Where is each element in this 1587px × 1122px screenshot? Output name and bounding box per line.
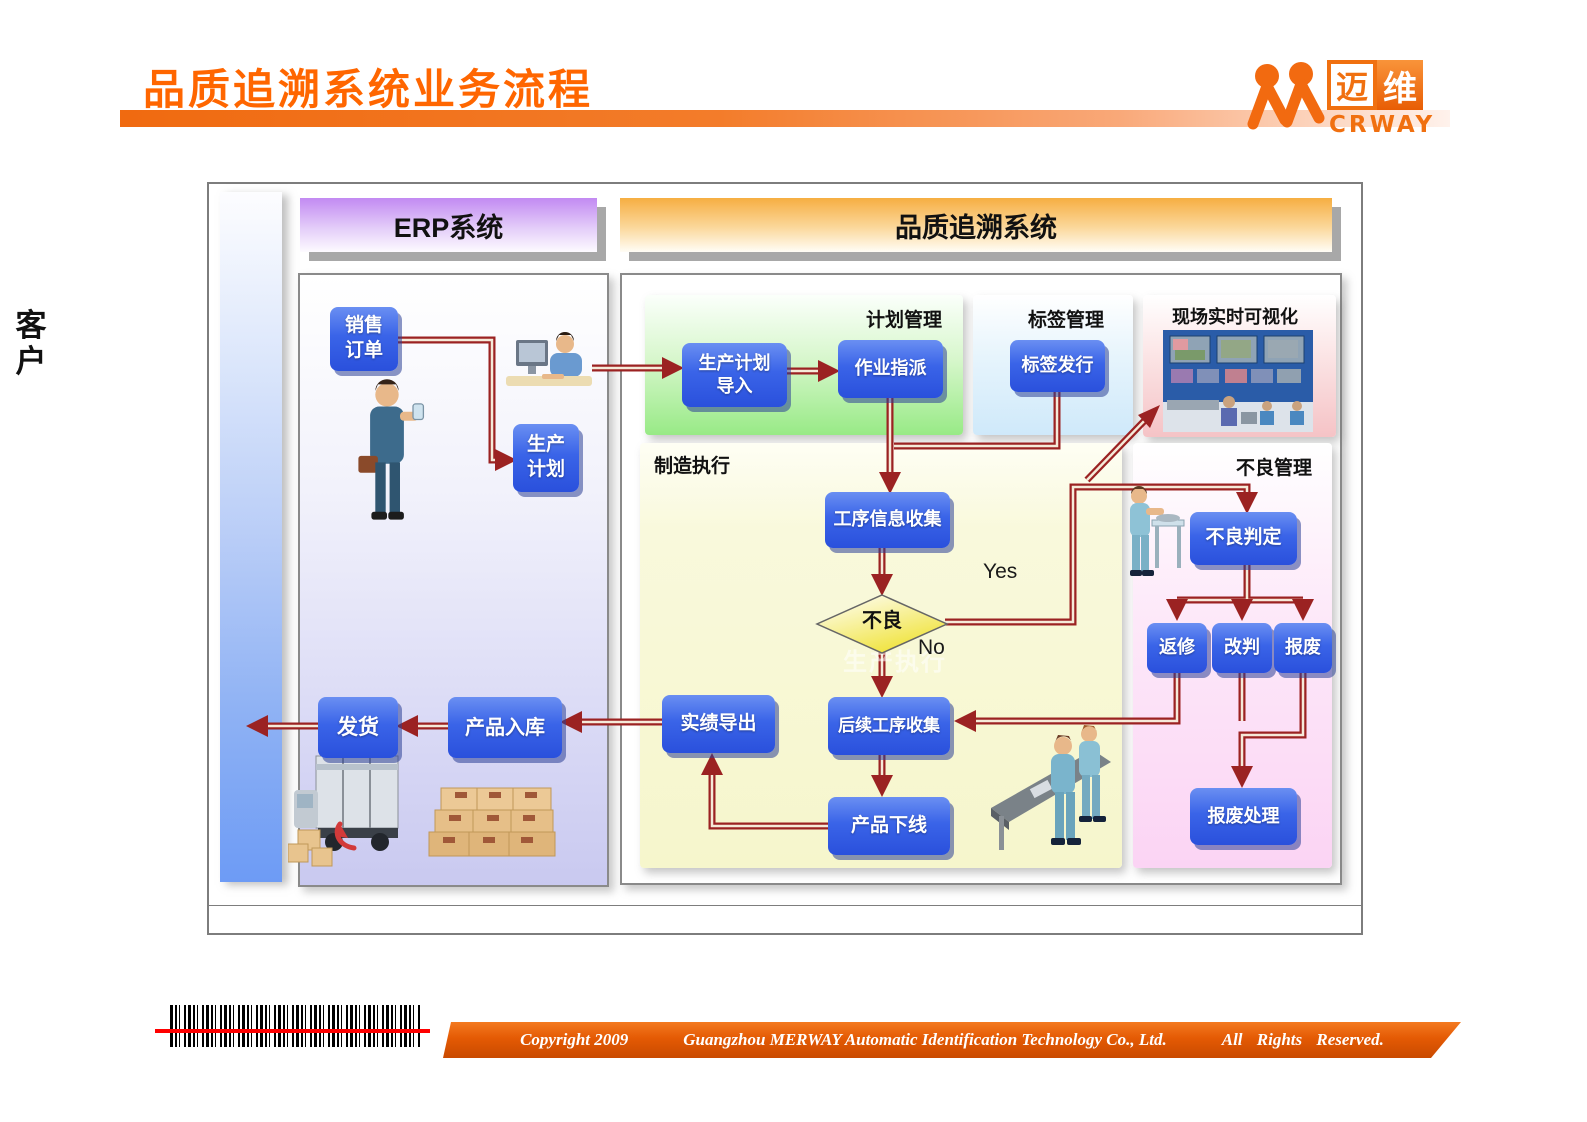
defect-decision-label: 不良 [862,610,902,632]
erp-system-header: ERP系统 [300,198,597,252]
customer-label: 客 户 [15,308,47,379]
barcode-scanline [155,1029,430,1033]
node-plan-import: 生产计划 导入 [682,343,787,407]
truck-clipart [288,755,399,867]
carton-stack-clipart [428,787,556,857]
page-title: 品质追溯系统业务流程 [143,68,594,114]
node-rejudge: 改判 [1212,623,1272,673]
company-logo: 迈 维 CRWAY [1245,58,1445,142]
rights-text: All Rights Reserved. [1221,1030,1384,1049]
node-repair: 返修 [1147,623,1207,673]
copyright-banner: Copyright 2009 Guangzhou MERWAY Automati… [443,1022,1461,1058]
mes-label: 制造执行 [654,456,731,477]
conveyor-workers-clipart [991,725,1111,850]
node-result-export: 实绩导出 [662,695,775,753]
copyright-text: Copyright 2009 [520,1030,629,1049]
node-production-plan: 生产 计划 [513,424,579,492]
node-followup-collect: 后续工序收集 [828,697,950,755]
label-management-label: 标签管理 [1028,310,1105,331]
logo-glyph-wei: 维 [1377,60,1423,110]
company-text: Guangzhou MERWAY Automatic Identificatio… [683,1030,1167,1049]
yes-label: Yes [983,560,1018,583]
logo-glyph-mai: 迈 [1327,60,1377,110]
office-worker-clipart [506,332,592,386]
node-product-offline: 产品下线 [828,797,950,855]
logo-people-icon [1247,62,1325,130]
node-process-collect: 工序信息收集 [825,492,950,548]
defect-management-label: 不良管理 [1236,458,1313,479]
customer-lane [220,192,282,882]
node-scrap: 报废 [1274,623,1332,673]
node-defect-judge: 不良判定 [1190,512,1297,565]
control-room-clipart [1163,330,1313,432]
quality-system-header: 品质追溯系统 [620,198,1332,252]
node-warehouse: 产品入库 [448,697,562,758]
node-ship: 发货 [318,697,398,758]
node-sales-order: 销售 订单 [330,307,398,371]
no-label: No [918,636,945,659]
logo-subtext: CRWAY [1329,112,1436,138]
barcode [170,1005,420,1047]
inspector-clipart [1130,486,1185,576]
visualization-label: 现场实时可视化 [1172,307,1298,327]
salesperson-clipart [358,379,425,520]
title-underline-bar [120,110,1450,127]
plan-management-label: 计划管理 [866,310,943,331]
node-scrap-handle: 报废处理 [1190,788,1297,845]
node-label-issue: 标签发行 [1010,340,1105,392]
node-job-assign: 作业指派 [838,340,943,398]
diagram-frame-footer-strip [207,905,1363,935]
